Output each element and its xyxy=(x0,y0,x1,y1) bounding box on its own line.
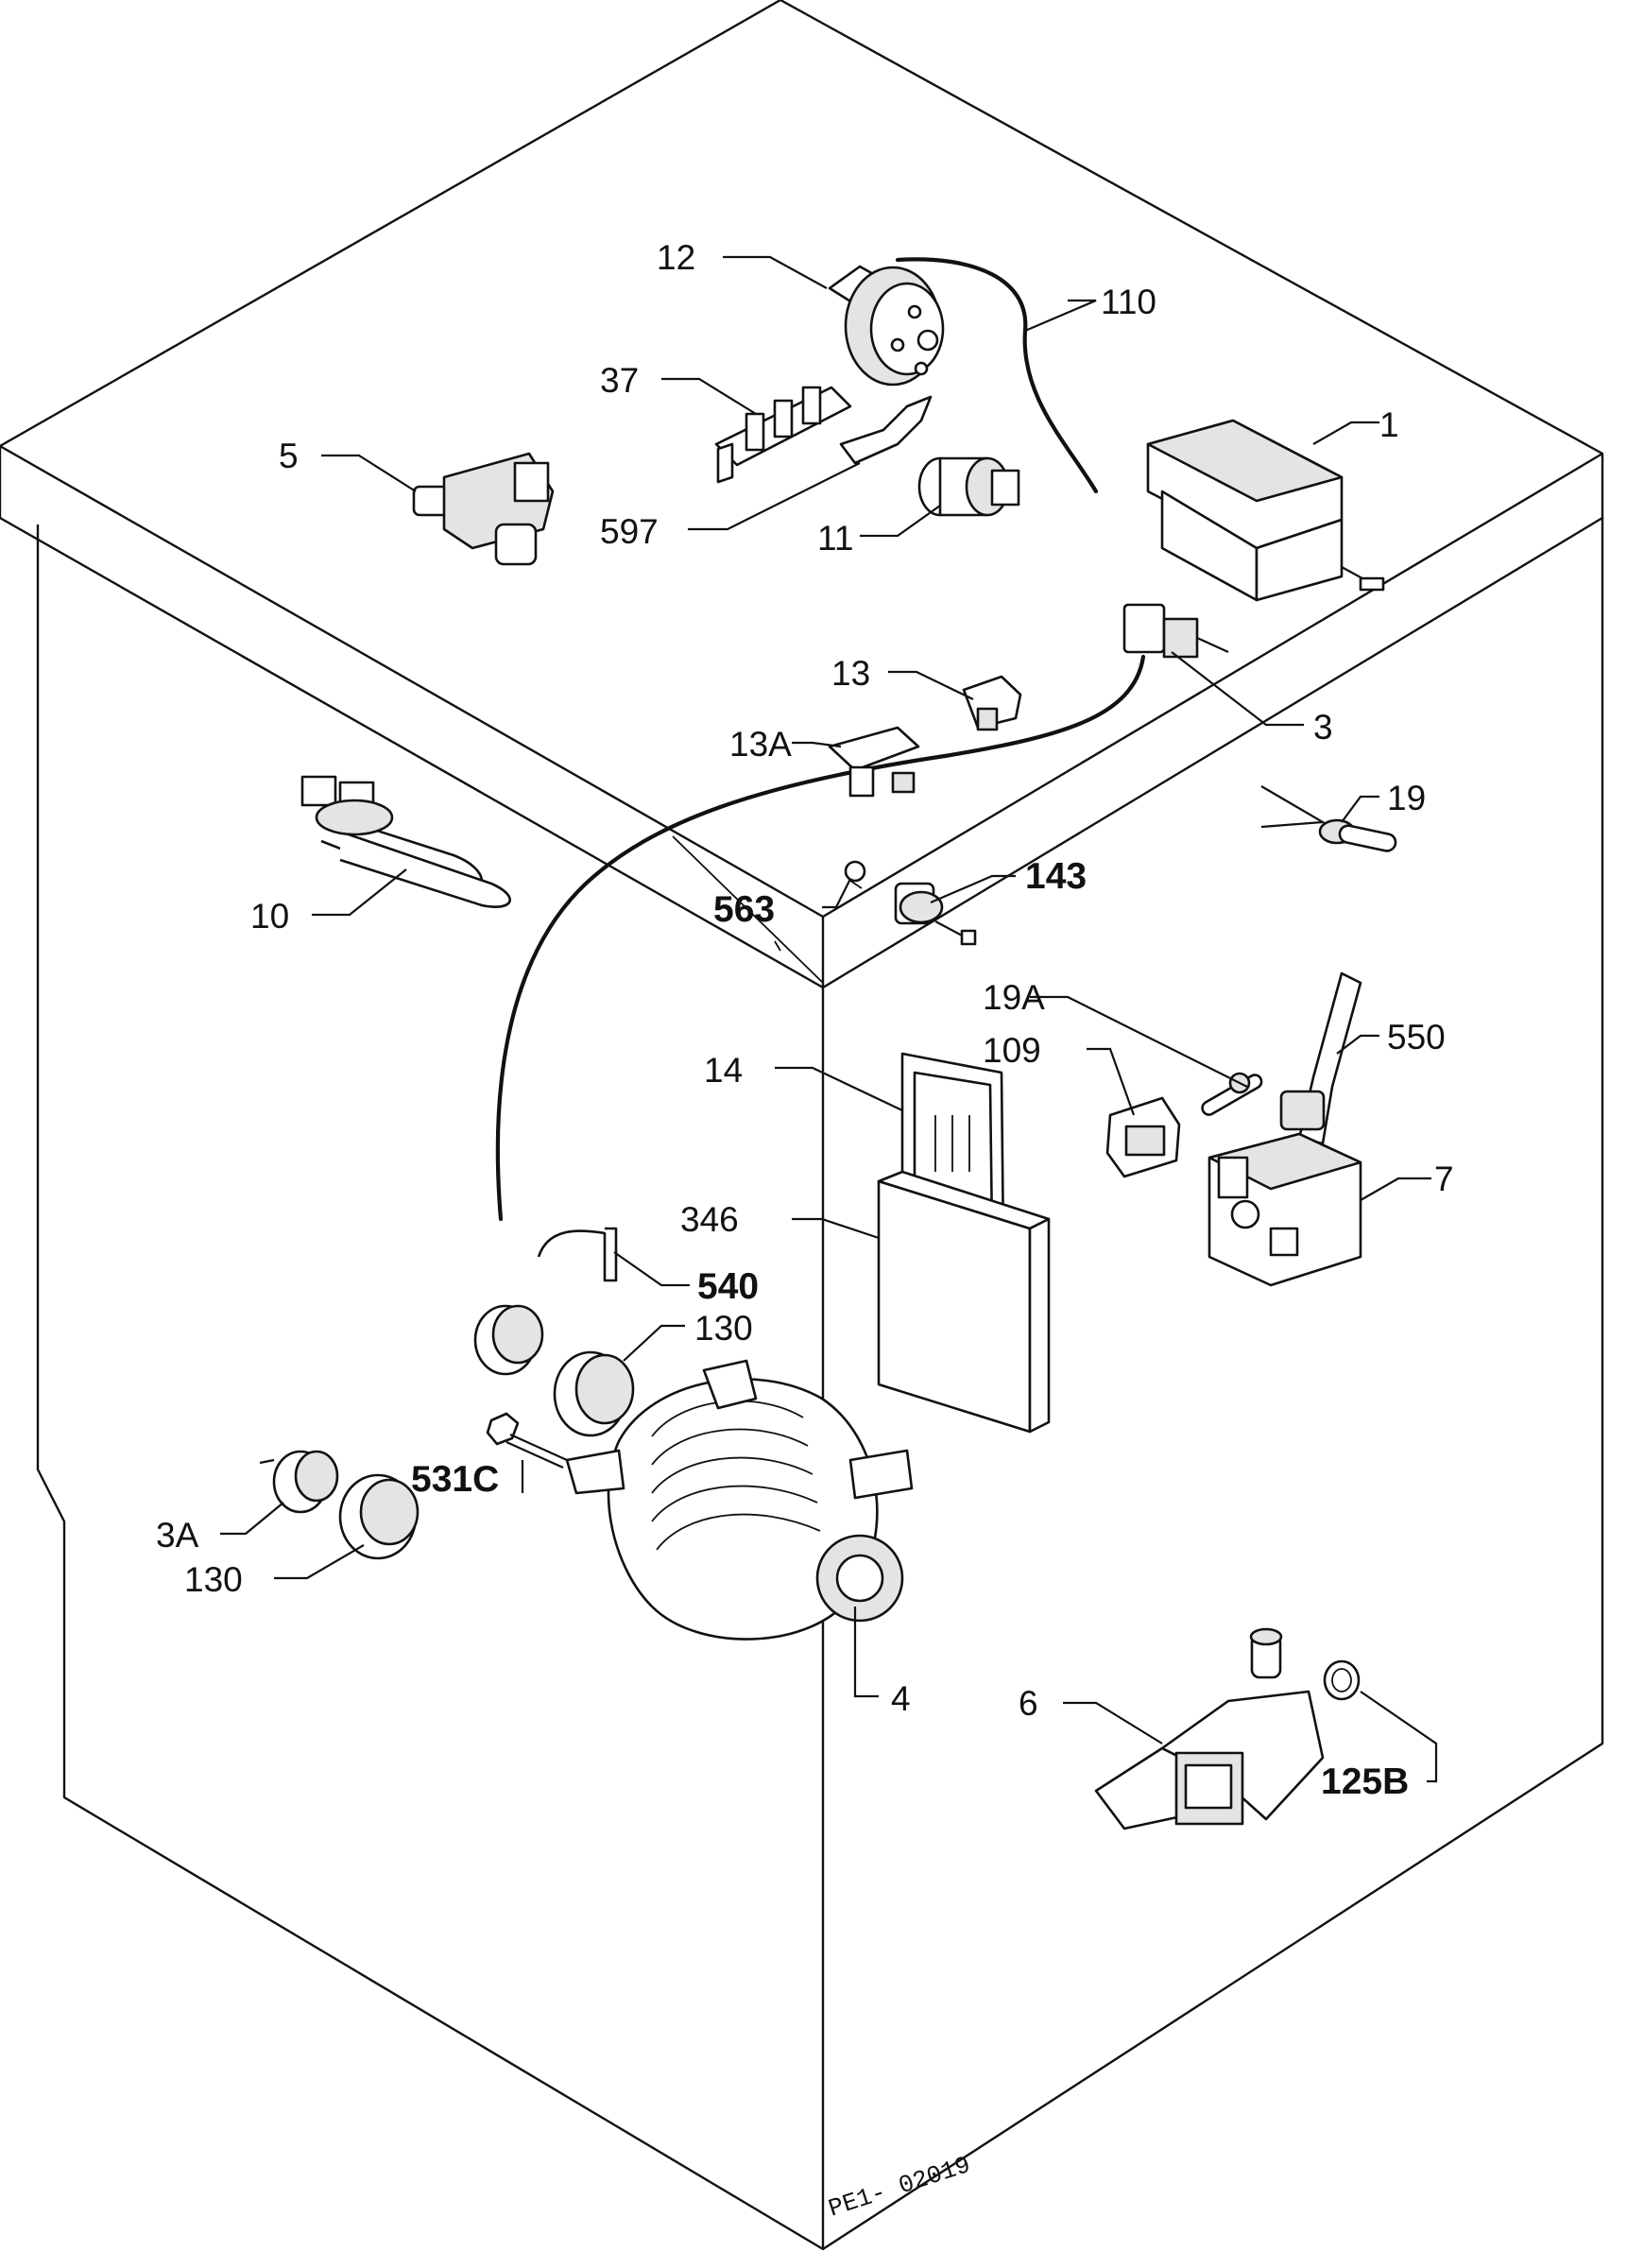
clip-part-597 xyxy=(839,395,933,465)
part-label-3: 3 xyxy=(1313,708,1333,747)
capacitor-part-11 xyxy=(917,456,1020,517)
part-label-37: 37 xyxy=(600,361,639,400)
screw-part-531c xyxy=(486,1412,568,1469)
cap-part-109 xyxy=(1105,1096,1181,1178)
motor-part-4 xyxy=(565,1359,914,1641)
part-label-550: 550 xyxy=(1387,1018,1446,1057)
part-label-143: 143 xyxy=(1025,856,1087,897)
part-label-19: 19 xyxy=(1387,779,1426,817)
timer-knob-part-12 xyxy=(828,265,945,387)
connector-part-13 xyxy=(962,675,1022,731)
part-label-13: 13 xyxy=(831,654,870,693)
seal-ring-part-125b xyxy=(1323,1659,1361,1701)
heater-element-part-10 xyxy=(300,775,511,908)
cable-clip-part-540 xyxy=(537,1227,618,1282)
part-label-10: 10 xyxy=(250,897,289,936)
part-label-1: 1 xyxy=(1379,405,1399,444)
part-label-130-lower: 130 xyxy=(184,1560,243,1599)
part-label-531c: 531C xyxy=(411,1459,499,1500)
connector-part-13a xyxy=(828,726,920,798)
part-label-109: 109 xyxy=(983,1031,1041,1070)
cabinet-outline xyxy=(0,0,1604,2251)
bushing-part-130-lower xyxy=(338,1473,420,1560)
part-label-110: 110 xyxy=(1101,283,1156,321)
part-label-130-upper: 130 xyxy=(694,1309,753,1348)
lever-part-550 xyxy=(1279,971,1362,1145)
leader-lines xyxy=(220,255,1438,1783)
part-labels: 12 110 37 1 5 597 11 13 3 13A 19 10 563 … xyxy=(156,238,1454,1802)
part-label-540: 540 xyxy=(697,1266,759,1307)
bushing-part-130-upper xyxy=(553,1350,635,1437)
part-label-597: 597 xyxy=(600,512,659,551)
part-label-5: 5 xyxy=(279,437,299,475)
part-label-563: 563 xyxy=(713,889,775,930)
diagram-code: PE1- 02019 xyxy=(825,2151,974,2224)
cable-harness xyxy=(495,654,1146,1222)
part-label-4: 4 xyxy=(891,1679,911,1718)
housing-part-346 xyxy=(877,1170,1051,1434)
pressure-switch-part-3a xyxy=(259,1450,339,1514)
sensor-part-19a xyxy=(1201,1072,1263,1116)
part-label-14: 14 xyxy=(704,1051,743,1090)
switch-part-3 xyxy=(1122,603,1229,659)
part-label-3a: 3A xyxy=(156,1516,199,1555)
drain-pump-part-6 xyxy=(1094,1627,1325,1830)
part-label-125b: 125B xyxy=(1321,1761,1409,1802)
sensor-part-19 xyxy=(1260,785,1397,852)
part-label-7: 7 xyxy=(1434,1160,1454,1198)
grommet-cable-end xyxy=(473,1304,544,1376)
part-label-12: 12 xyxy=(657,238,695,277)
thermostat-part-143 xyxy=(894,882,977,946)
part-label-13a: 13A xyxy=(729,725,792,764)
part-label-6: 6 xyxy=(1019,1684,1038,1723)
door-lock-part-7 xyxy=(1207,1132,1362,1287)
programmer-part-1 xyxy=(1146,419,1385,602)
part-label-346: 346 xyxy=(680,1200,739,1239)
part-label-19a: 19A xyxy=(983,978,1045,1017)
screw-part-563 xyxy=(844,860,866,889)
inlet-valve-part-5 xyxy=(412,452,555,566)
part-label-11: 11 xyxy=(817,519,853,558)
